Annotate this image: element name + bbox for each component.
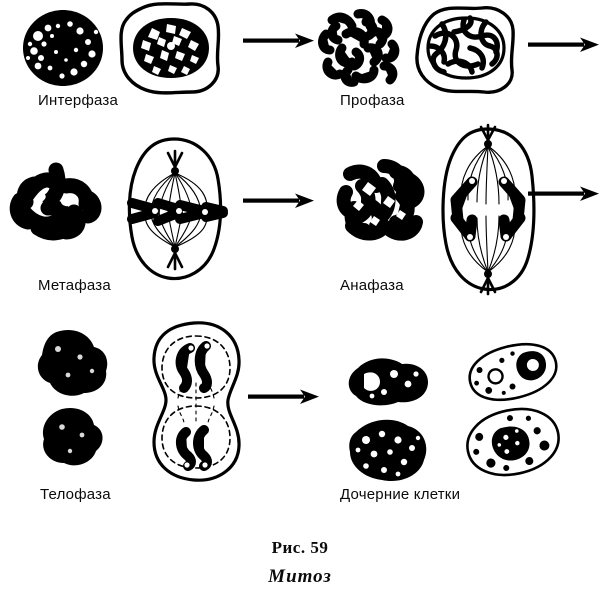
- anaphase-cell-icon: [430, 123, 546, 296]
- interphase-chromatin-icon: [23, 10, 103, 86]
- arrow-telophase-to-daughter-cells: [248, 388, 320, 406]
- telophase-cell-icon: [138, 318, 258, 486]
- stage-interphase: [8, 6, 118, 91]
- stage-label-metaphase: Метафаза: [38, 277, 111, 294]
- stage-label-anaphase: Анафаза: [340, 277, 404, 294]
- stage-label-interphase: Интерфаза: [38, 92, 118, 109]
- figure-number: Рис. 59: [271, 538, 329, 557]
- prophase-chromatin-icon: [312, 4, 408, 92]
- arrow-anaphase-to-telophase: [528, 185, 600, 203]
- prophase-cell-icon: [408, 2, 526, 98]
- stage-label-telophase: Телофаза: [40, 486, 111, 503]
- daughter-cells-chromatin-icon: [336, 350, 446, 490]
- arrow-prophase-to-metaphase: [528, 36, 600, 54]
- arrow-interphase-to-prophase: [243, 32, 315, 50]
- stage-label-prophase: Профаза: [340, 92, 405, 109]
- interphase-cell-icon: [112, 0, 230, 98]
- anaphase-chromatin-icon: [330, 152, 438, 260]
- metaphase-cell-icon: [118, 133, 234, 285]
- telophase-chromatin-icon: [28, 327, 118, 477]
- stage-label-daughter-cells: Дочерние клетки: [340, 486, 461, 503]
- arrow-metaphase-to-anaphase: [243, 192, 315, 210]
- metaphase-chromatin-icon: [4, 150, 110, 255]
- figure-title: Митоз: [268, 566, 332, 587]
- daughter-cells-icon: [455, 340, 575, 480]
